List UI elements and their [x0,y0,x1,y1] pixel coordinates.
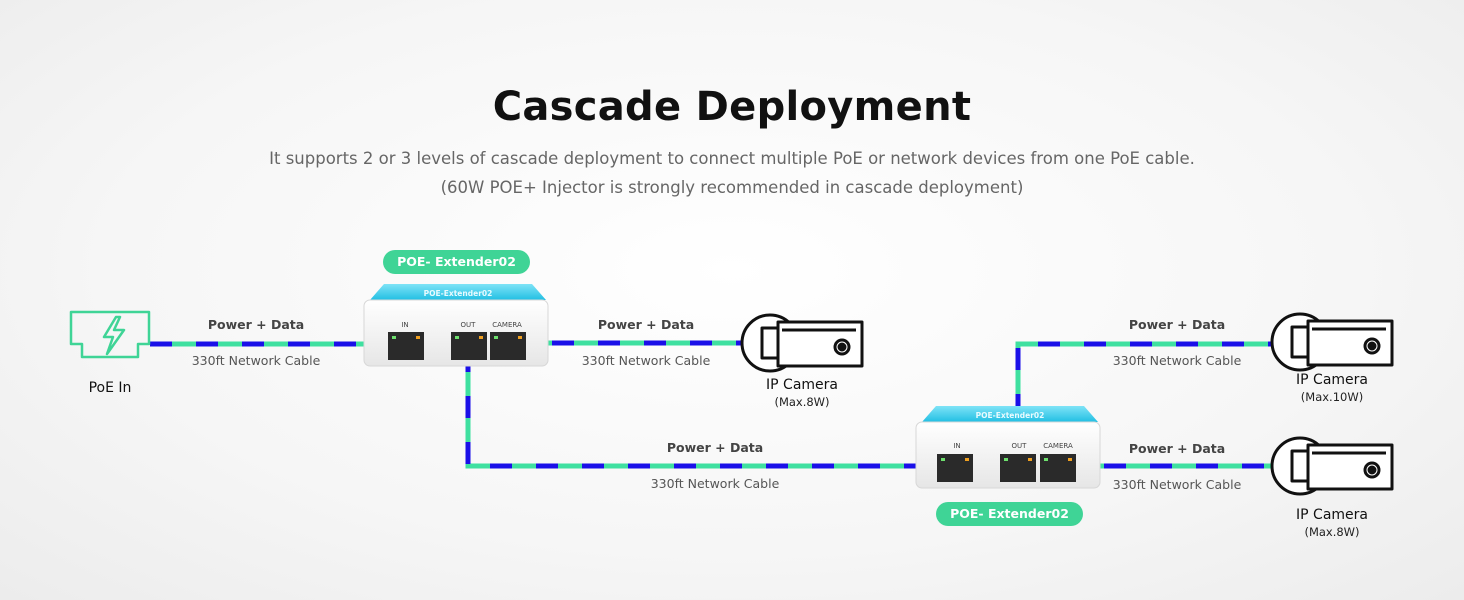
extender-1-device: POE-Extender02 IN OUT CAMERA [363,284,549,367]
extender-1-port-out-label: OUT [461,321,477,329]
link-3-top-label: Power + Data [666,440,764,455]
ip-camera-icon [740,313,864,373]
ip-camera-icon [1270,436,1394,496]
link-4-top-label: Power + Data [1128,317,1226,332]
page-title: Cascade Deployment [492,84,972,130]
link-2-top-label: Power + Data [597,317,695,332]
poe-in-label: PoE In [88,380,132,396]
link-5-top-label: Power + Data [1128,441,1226,456]
camera-1-max-power: (Max.8W) [774,395,830,409]
subtitle-line-2: (60W POE+ Injector is strongly recommend… [440,178,1024,197]
extender-2-port-camera-label: CAMERA [1043,442,1073,450]
extender-1-body-text: POE-Extender02 [424,289,493,298]
camera-3-name: IP Camera [1296,507,1368,523]
link-2-bottom-label: 330ft Network Cable [581,353,711,368]
link-5-bottom-label: 330ft Network Cable [1112,477,1242,492]
ip-camera-icon [1270,312,1394,372]
link-1-bottom-label: 330ft Network Cable [191,353,321,368]
link-4-bottom-label: 330ft Network Cable [1112,353,1242,368]
link-1-top-label: Power + Data [207,317,305,332]
cable-extender1-to-extender2 [465,350,945,469]
camera-3-max-power: (Max.8W) [1304,525,1360,539]
subtitle-line-1: It supports 2 or 3 levels of cascade dep… [269,149,1195,168]
link-3-bottom-label: 330ft Network Cable [650,476,780,491]
extender-1-port-in-label: IN [401,321,408,329]
extender-2-device: POE-Extender02 IN OUT CAMERA [915,406,1101,489]
extender-1-label: POE- Extender02 [383,250,530,274]
extender-2-port-in-label: IN [953,442,960,450]
camera-1-name: IP Camera [766,377,838,393]
extender-2-label: POE- Extender02 [936,502,1083,526]
poe-injector-lightning-icon [69,310,151,359]
extender-2-body-text: POE-Extender02 [976,411,1045,420]
extender-1-port-camera-label: CAMERA [492,321,522,329]
camera-2-name: IP Camera [1296,372,1368,388]
extender-2-port-out-label: OUT [1012,442,1028,450]
camera-2-max-power: (Max.10W) [1300,390,1364,404]
